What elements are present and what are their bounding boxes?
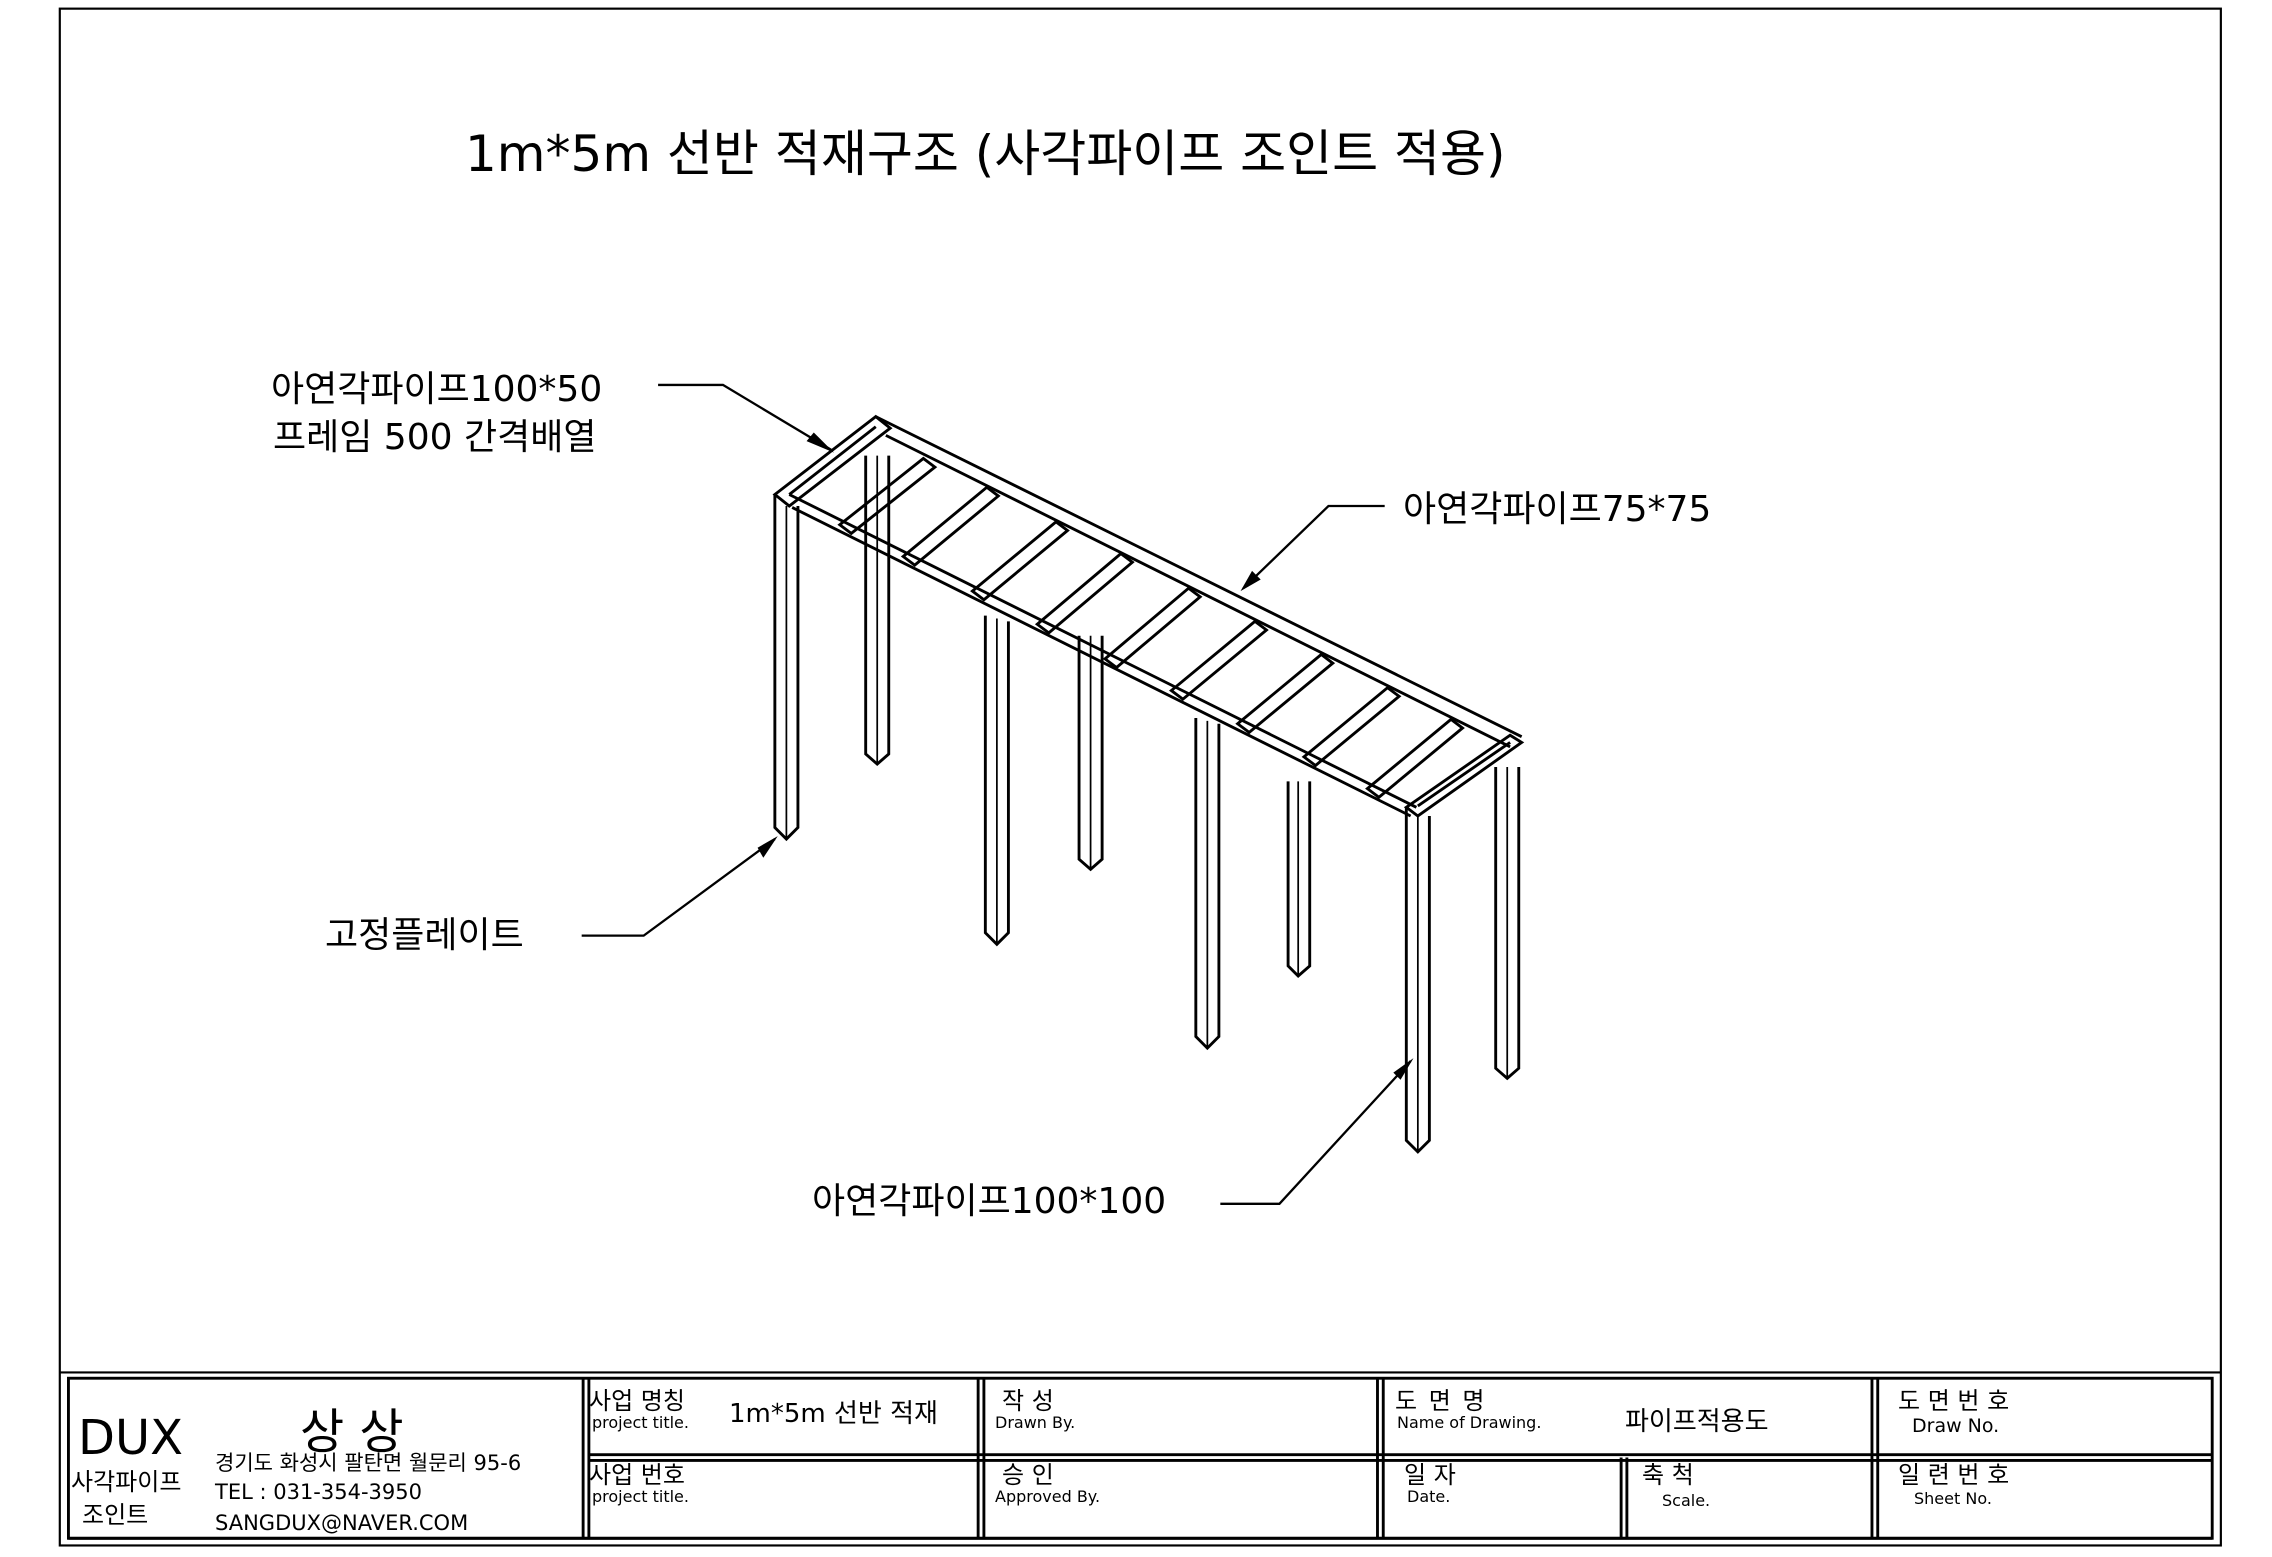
- company-address: 경기도 화성시 팔탄면 월문리 95-6: [215, 1451, 522, 1475]
- callout-frame-line1: 아연각파이프100*50: [271, 369, 603, 410]
- project-no-label: 사업 번호: [589, 1461, 685, 1489]
- callout-beam: 아연각파이프75*75: [1403, 489, 1712, 530]
- sheet-no-label: 일 련 번 호: [1898, 1461, 2010, 1489]
- sheet-border: [58, 7, 2222, 1547]
- title-block-grid: [59, 1371, 2221, 1540]
- shelf-frame: [772, 414, 1525, 1154]
- company-tel: TEL : 031-354-3950: [215, 1480, 422, 1504]
- drawing-no-sub: Draw No.: [1912, 1415, 2000, 1437]
- sheet-no-sub: Sheet No.: [1914, 1489, 1992, 1508]
- product-line2: 조인트: [82, 1501, 149, 1529]
- scale-label: 축 척: [1642, 1461, 1694, 1489]
- callout-frame-line2: 프레임 500 간격배열: [273, 417, 597, 458]
- drawn-label: 작 성: [1002, 1387, 1054, 1415]
- drawing-no-label: 도 면 번 호: [1898, 1387, 2010, 1415]
- cross-members: [837, 456, 1465, 800]
- callout-plate: 고정플레이트: [325, 915, 524, 956]
- callout-post: 아연각파이프100*100: [812, 1181, 1167, 1222]
- company-email: SANGDUX@NAVER.COM: [215, 1511, 469, 1535]
- drawing-title: 1m*5m 선반 적재구조 (사각파이프 조인트 적용): [465, 125, 1506, 183]
- drawing-name-sub: Name of Drawing.: [1397, 1413, 1542, 1432]
- back-beam: [875, 415, 1523, 749]
- project-name-value: 1m*5m 선반 적재: [729, 1399, 938, 1429]
- leader-lines: [581, 383, 1412, 1205]
- approved-sub: Approved By.: [995, 1487, 1101, 1506]
- date-label: 일 자: [1404, 1461, 1456, 1489]
- front-posts: [773, 494, 1431, 1154]
- front-beam: [788, 493, 1418, 818]
- company-name: 상 상: [300, 1404, 404, 1460]
- drawn-sub: Drawn By.: [995, 1413, 1076, 1432]
- back-posts: [864, 455, 1521, 1081]
- drawing-name-label: 도 면 명: [1395, 1387, 1487, 1415]
- company-logo: DUX: [78, 1410, 183, 1466]
- project-no-sub: project title.: [592, 1487, 689, 1506]
- date-sub: Date.: [1407, 1487, 1451, 1506]
- end-frames: [772, 414, 1525, 818]
- approved-label: 승 인: [1002, 1461, 1054, 1489]
- scale-sub: Scale.: [1662, 1491, 1711, 1510]
- product-line1: 사각파이프: [71, 1468, 182, 1496]
- project-name-label: 사업 명칭: [589, 1387, 685, 1415]
- leader-arrowheads: [757, 432, 1414, 1080]
- drawing-name-value: 파이프적용도: [1625, 1407, 1769, 1437]
- project-name-sub: project title.: [592, 1413, 689, 1432]
